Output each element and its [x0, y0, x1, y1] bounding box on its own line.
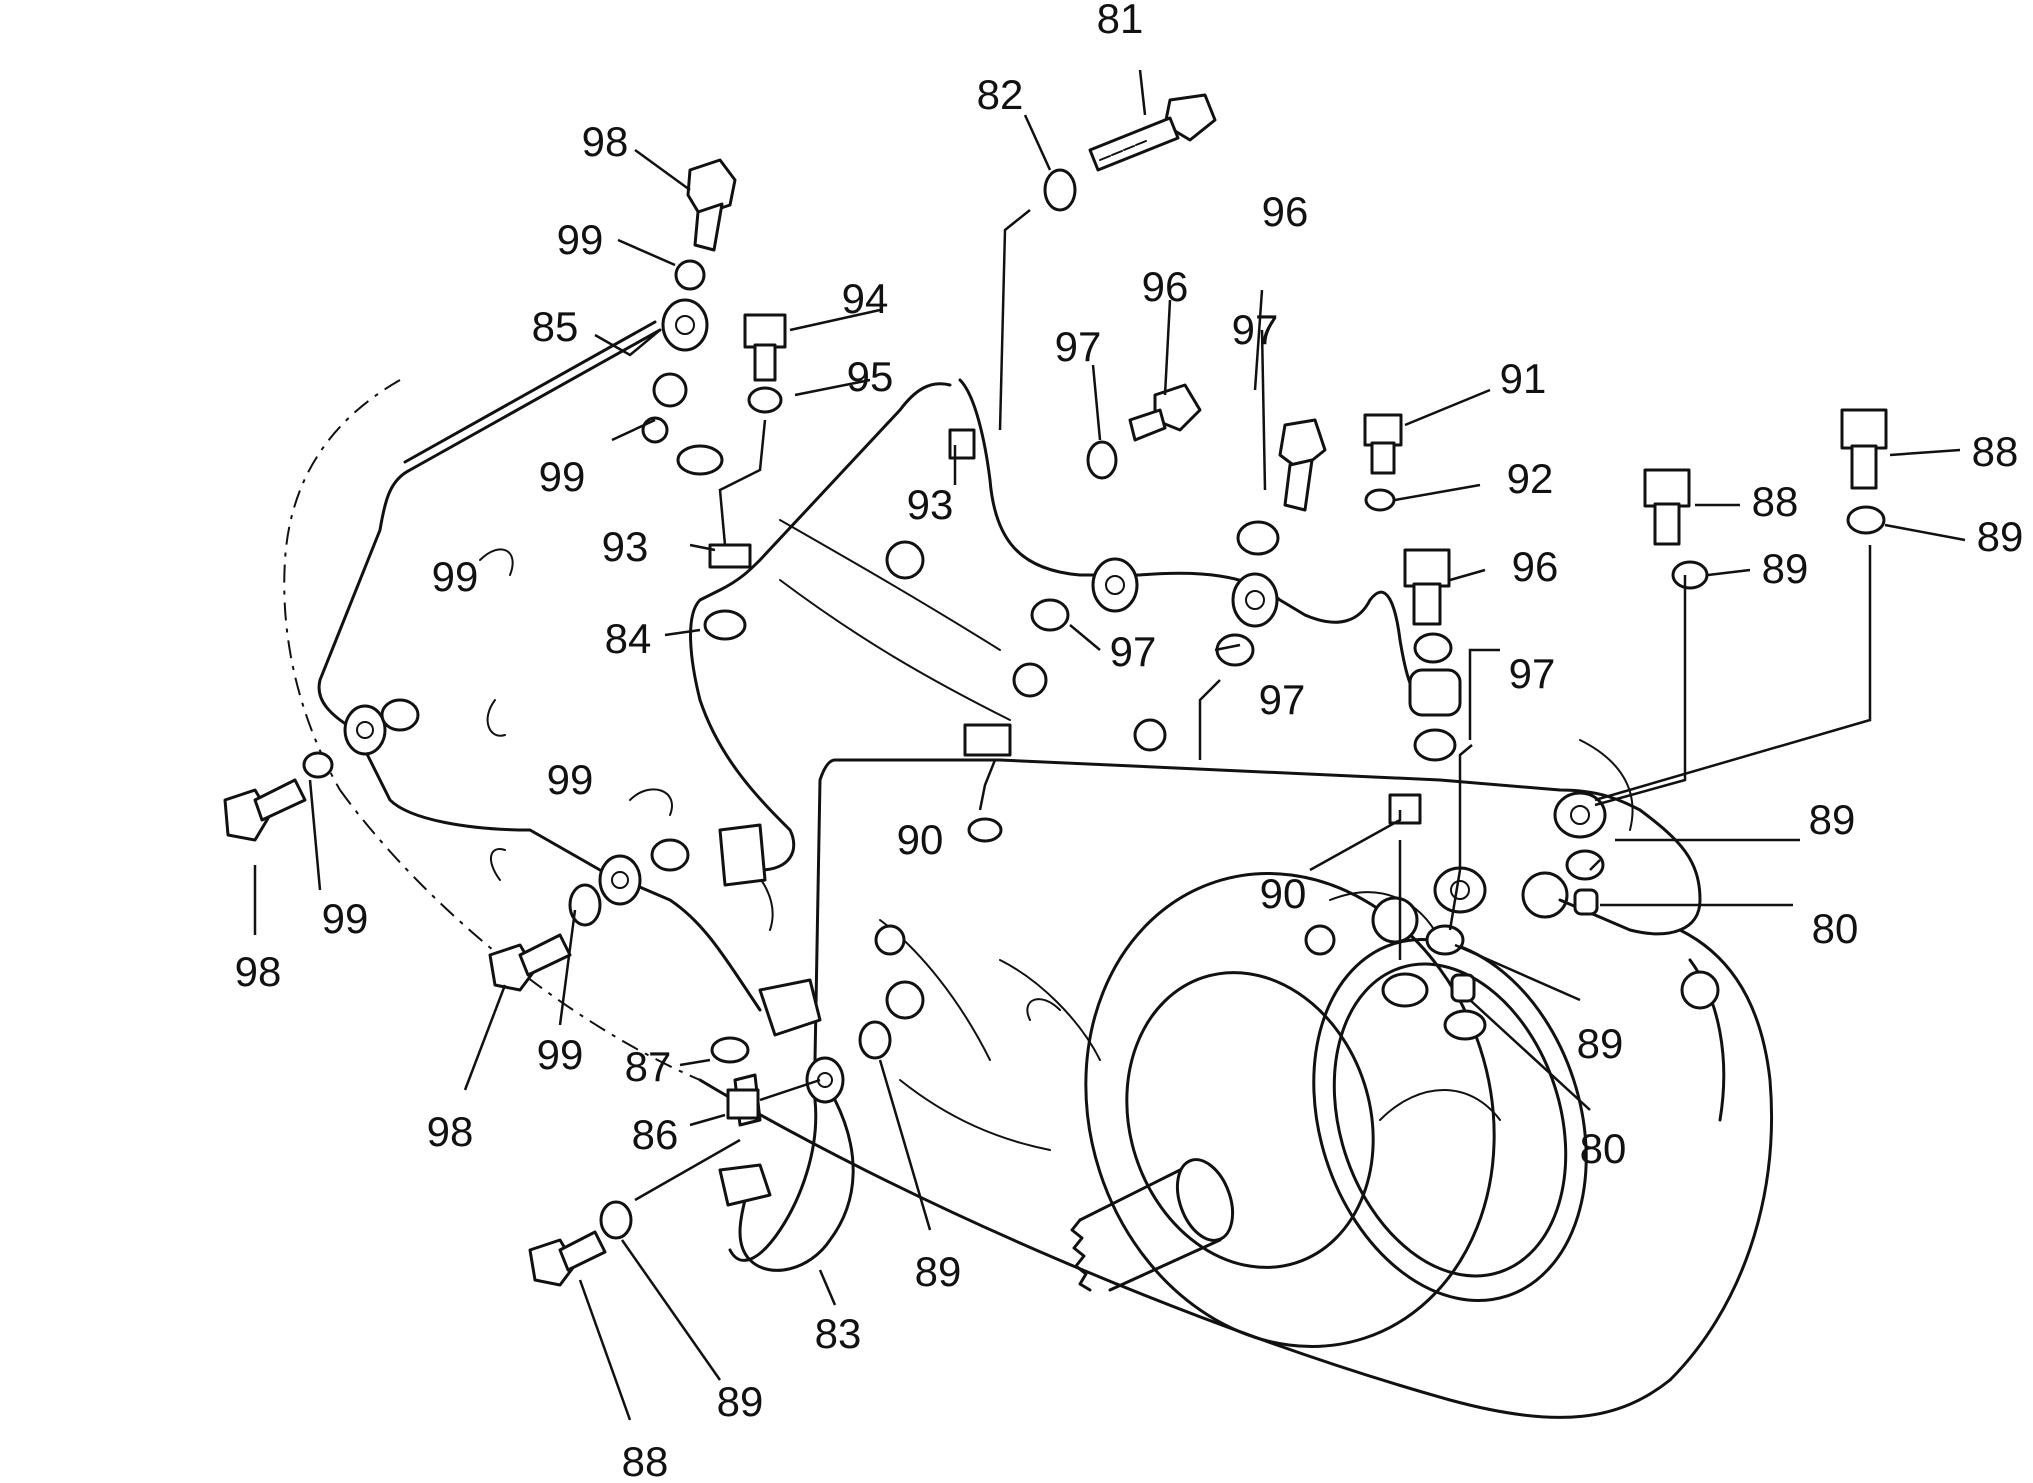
callout-95: 95	[847, 353, 894, 400]
callout-99: 99	[557, 216, 604, 263]
callout-86: 86	[632, 1111, 679, 1158]
callout-labels: 81 82 98 99 85 99 94 95 93 93 96 97 96 9…	[235, 0, 2024, 1483]
pipe-84	[689, 378, 1102, 872]
callout-88: 88	[1752, 478, 1799, 525]
callout-99: 99	[322, 895, 369, 942]
callout-99: 99	[539, 453, 586, 500]
callout-97: 97	[1232, 306, 1279, 353]
callout-82: 82	[977, 71, 1024, 118]
callout-96: 96	[1142, 263, 1189, 310]
callout-92: 92	[1507, 455, 1554, 502]
callout-96: 96	[1512, 543, 1559, 590]
banjo-fittings	[343, 298, 1607, 1127]
callout-93: 93	[907, 481, 954, 528]
pipe-main	[728, 758, 1702, 1262]
callout-93: 93	[602, 523, 649, 570]
callout-89: 89	[717, 1378, 764, 1425]
transmission-housing	[283, 379, 1774, 1419]
callout-89: 89	[1762, 545, 1809, 592]
callout-87: 87	[625, 1043, 672, 1090]
callout-81: 81	[1097, 0, 1144, 42]
callout-83: 83	[815, 1310, 862, 1357]
callout-99: 99	[537, 1031, 584, 1078]
callout-98: 98	[427, 1108, 474, 1155]
callout-98: 98	[582, 118, 629, 165]
callout-90: 90	[1260, 870, 1307, 917]
callout-80: 80	[1812, 905, 1859, 952]
callout-89: 89	[1809, 796, 1856, 843]
leader-lines	[253, 69, 1966, 1421]
callout-99: 99	[547, 756, 594, 803]
callout-99: 99	[432, 553, 479, 600]
callout-98: 98	[235, 948, 282, 995]
callout-88: 88	[1972, 428, 2019, 475]
callout-88: 88	[622, 1438, 669, 1483]
callout-97: 97	[1110, 628, 1157, 675]
washers	[302, 168, 1886, 1240]
callout-80: 80	[1580, 1125, 1627, 1172]
callout-89: 89	[1977, 513, 2024, 560]
callout-89: 89	[915, 1248, 962, 1295]
callout-91: 91	[1500, 355, 1547, 402]
callout-89: 89	[1577, 1020, 1624, 1067]
pipe-center	[1098, 571, 1422, 702]
bolts	[223, 93, 1888, 1287]
callout-96: 96	[1262, 188, 1309, 235]
callout-85: 85	[532, 303, 579, 350]
callout-97: 97	[1509, 650, 1556, 697]
callout-97: 97	[1055, 323, 1102, 370]
callout-97: 97	[1259, 676, 1306, 723]
pipe-83	[738, 1098, 855, 1272]
callout-84: 84	[605, 615, 652, 662]
callout-94: 94	[842, 275, 889, 322]
callout-90: 90	[897, 816, 944, 863]
